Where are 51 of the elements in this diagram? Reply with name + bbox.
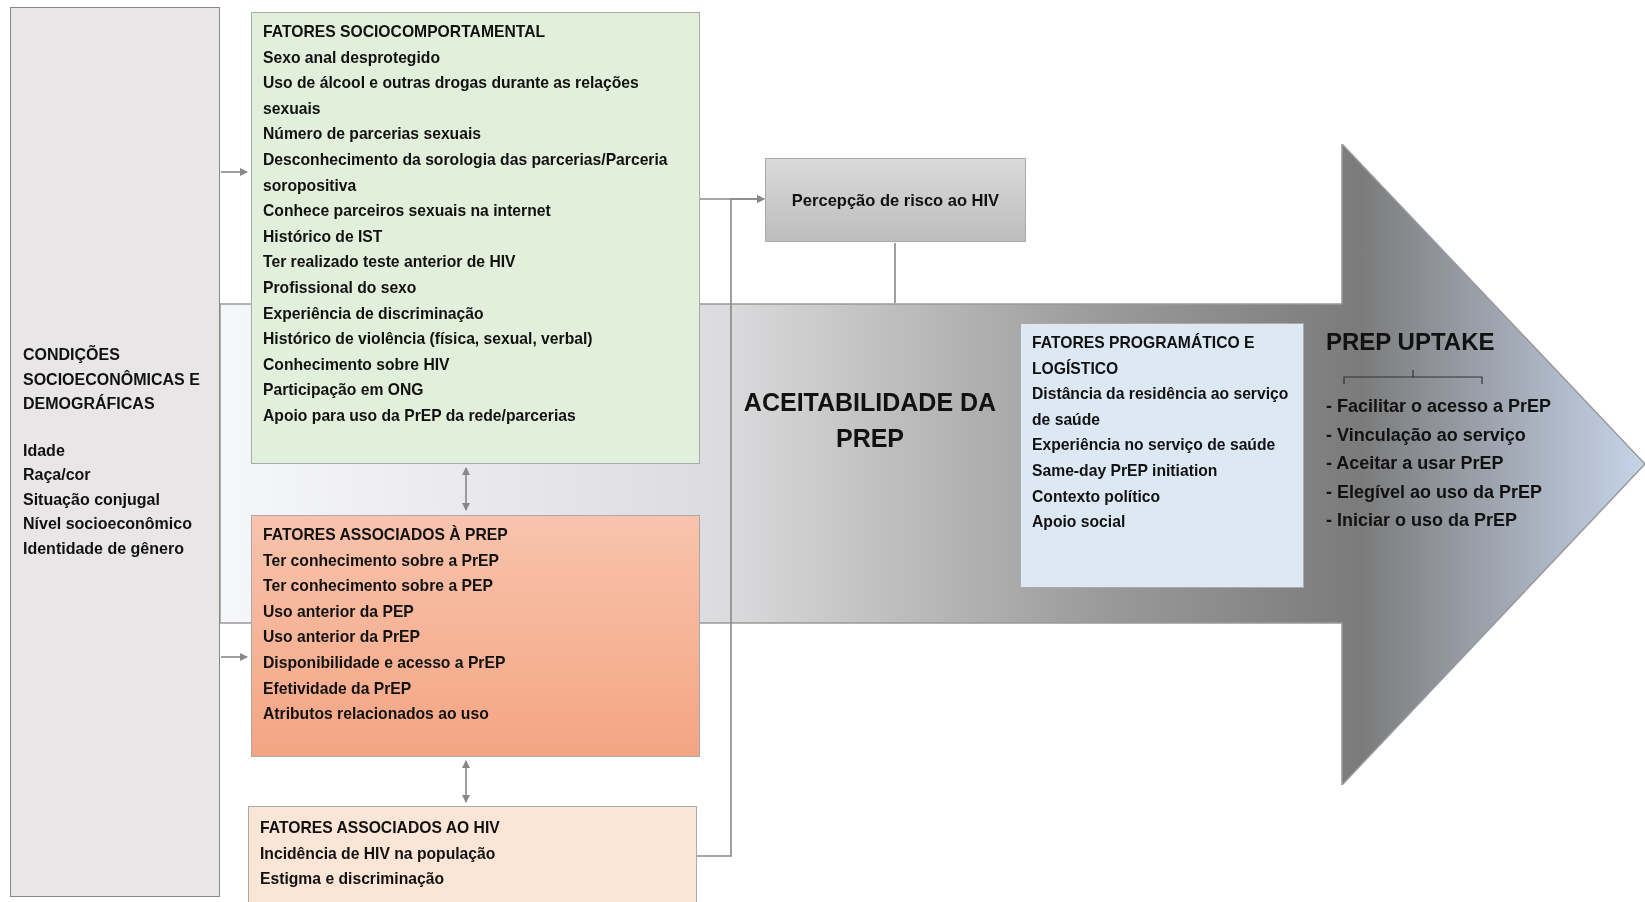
uptake-item: - Vinculação ao serviço (1326, 424, 1526, 446)
item-text: Contexto político (1032, 486, 1162, 507)
heading: FATORES ASSOCIADOS AO HIV (260, 818, 501, 838)
item-text: Número de parcerias sexuais (263, 124, 482, 145)
item-text: Nível socioeconômico (23, 514, 193, 534)
item-text: Atributos relacionados ao uso (263, 704, 490, 725)
uptake-item: - Aceitar a usar PrEP (1326, 453, 1504, 474)
arrow (462, 467, 470, 511)
item-text: Histórico de IST (263, 226, 384, 247)
item-text: Profissional do sexo (263, 277, 418, 298)
item-text: Distância da residência ao serviço de saúde (1032, 384, 1290, 430)
item-text: Identidade de gênero (23, 538, 185, 559)
item-text: Sexo anal desprotegido (263, 47, 441, 68)
item-text: Uso anterior da PEP (263, 601, 415, 622)
arrow (220, 168, 248, 176)
item-text: Experiência de discriminação (263, 303, 485, 324)
item-text: Ter realizado teste anterior de HIV (263, 252, 517, 273)
item-text: Uso de álcool e outras drogas durante as relações sexuais (263, 73, 640, 119)
acceptability-title: ACEITABILIDADE DA PREP (742, 387, 998, 454)
heading: FATORES SOCIOCOMPORTAMENTAL (263, 22, 547, 42)
item-text: Conhecimento sobre HIV (263, 354, 451, 375)
arrow (462, 760, 470, 803)
item-text: Ter conhecimento sobre a PEP (263, 576, 494, 597)
item-text: Raça/cor (23, 465, 92, 485)
item-text: Estigma e discriminação (260, 869, 445, 890)
heading: FATORES PROGRAMÁTICO E LOGÍSTICO (1032, 332, 1256, 379)
item-text: Situação conjugal (23, 489, 161, 510)
item-text: Idade (23, 440, 66, 461)
item-text: Efetividade da PrEP (263, 678, 413, 699)
item-text: Ter conhecimento sobre a PrEP (263, 550, 500, 571)
item-text: Histórico de violência (física, sexual, verbal) (263, 329, 594, 350)
box-text: Percepção de risco ao HIV (791, 189, 1000, 211)
item-text: Incidência de HIV na população (260, 843, 497, 864)
uptake-item: - Iniciar o uso da PrEP (1326, 510, 1518, 531)
item-text: Disponibilidade e acesso a PrEP (263, 652, 507, 673)
arrow (220, 653, 248, 661)
uptake-item: - Elegível ao uso da PrEP (1326, 481, 1543, 503)
heading: FATORES ASSOCIADOS À PREP (263, 524, 509, 545)
uptake-item: - Facilitar o acesso a PrEP (1326, 396, 1552, 417)
heading: CONDIÇÕES SOCIOECONÔMICAS E DEMOGRÁFICAS (23, 344, 201, 414)
item-text: Apoio para uso da PrEP da rede/parcerias (263, 405, 577, 426)
item-text: Conhece parceiros sexuais na internet (263, 201, 552, 222)
item-text: Same-day PrEP initiation (1032, 460, 1219, 481)
connector-line (894, 242, 896, 304)
uptake-title: PREP UPTAKE (1326, 328, 1495, 356)
item-text: Desconhecimento da sorologia das parcerias/Parceria soropositiva (263, 149, 669, 196)
item-text: Experiência no serviço de saúde (1032, 435, 1277, 456)
item-text: Uso anterior da PrEP (263, 627, 421, 648)
item-text: Participação em ONG (263, 380, 425, 401)
arrow (696, 195, 765, 857)
item-text: Apoio social (1032, 512, 1127, 533)
